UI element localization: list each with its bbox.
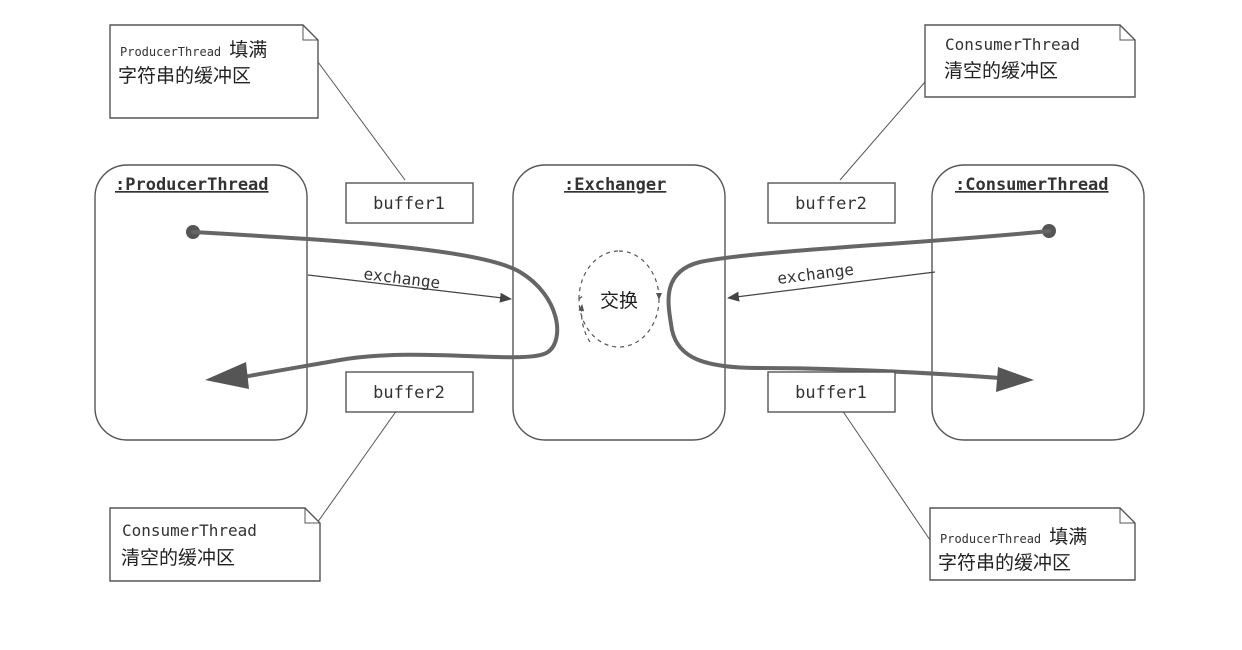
consumer-thread-object: :ConsumerThread bbox=[931, 164, 1145, 441]
buffer-label: buffer2 bbox=[795, 194, 867, 214]
note-top-right: ConsumerThread 清空的缓冲区 bbox=[924, 24, 1136, 98]
producer-flow-arrowhead bbox=[205, 362, 249, 389]
note-line2: 清空的缓冲区 bbox=[944, 60, 1058, 82]
exchanger-object: :Exchanger bbox=[512, 164, 726, 441]
note-connector-top-right bbox=[839, 81, 926, 181]
note-connector-bottom-right bbox=[841, 409, 931, 541]
note-line1: ConsumerThread bbox=[945, 35, 1080, 54]
consumer-flow-curve bbox=[666, 224, 1056, 392]
buffer-box-bottom-right: buffer1 bbox=[767, 371, 896, 413]
note-bottom-right: ProducerThread 填满 字符串的缓冲区 bbox=[929, 507, 1136, 581]
buffer-label: buffer2 bbox=[373, 383, 445, 403]
producer-flow-curve bbox=[186, 225, 560, 389]
buffer-box-top-left: buffer1 bbox=[345, 182, 474, 224]
note-line2: 字符串的缓冲区 bbox=[118, 65, 251, 87]
exchange-cycle-icon bbox=[578, 250, 662, 348]
note-line1: ProducerThread 填满 bbox=[940, 526, 1087, 548]
exchange-arrow-left bbox=[307, 274, 512, 303]
note-top-left: ProducerThread 填满 字符串的缓冲区 bbox=[109, 24, 319, 119]
exchange-arrow-right bbox=[727, 271, 936, 302]
exchange-label-left: exchange bbox=[363, 264, 442, 292]
producer-thread-title: :ProducerThread bbox=[115, 175, 269, 195]
buffer-label: buffer1 bbox=[373, 194, 445, 214]
buffer-box-top-right: buffer2 bbox=[767, 182, 896, 224]
buffer-label: buffer1 bbox=[795, 383, 867, 403]
exchange-label: 交换 bbox=[600, 290, 638, 312]
producer-thread-object: :ProducerThread bbox=[94, 164, 308, 441]
consumer-flow-arrowhead bbox=[996, 367, 1034, 392]
buffer-box-bottom-left: buffer2 bbox=[345, 371, 474, 413]
note-line1: ConsumerThread bbox=[122, 521, 257, 540]
note-bottom-left: ConsumerThread 清空的缓冲区 bbox=[109, 507, 321, 582]
note-line2: 清空的缓冲区 bbox=[121, 547, 235, 569]
consumer-thread-title: :ConsumerThread bbox=[955, 175, 1109, 195]
note-connector-top-left bbox=[317, 61, 406, 181]
note-line2: 字符串的缓冲区 bbox=[938, 552, 1071, 574]
exchanger-title: :Exchanger bbox=[564, 175, 666, 195]
note-connector-bottom-left bbox=[304, 409, 398, 541]
note-line1: ProducerThread 填满 bbox=[120, 39, 267, 61]
